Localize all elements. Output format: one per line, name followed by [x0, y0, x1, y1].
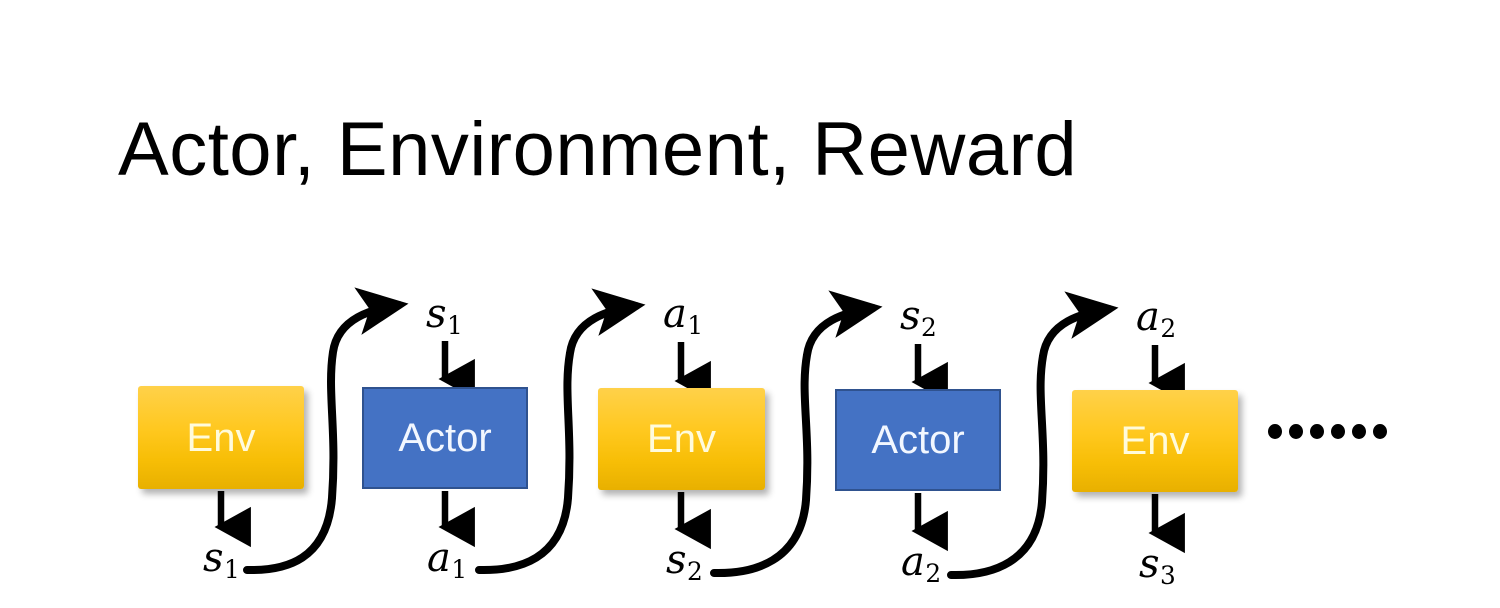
- node-actor-1[interactable]: Actor: [362, 387, 528, 489]
- label-base: s: [666, 537, 687, 583]
- ellipsis-dot: [1268, 424, 1282, 439]
- node-actor-2[interactable]: Actor: [835, 389, 1001, 491]
- label-base: s: [426, 291, 447, 337]
- node-env-1[interactable]: Env: [138, 386, 304, 489]
- label-base: a: [663, 291, 687, 337]
- node-env-2[interactable]: Env: [598, 388, 765, 490]
- label-subscript: 2: [1160, 314, 1177, 344]
- label-subscript: 1: [224, 555, 240, 585]
- node-label: Env: [1120, 419, 1190, 463]
- label-subscript: 2: [925, 559, 942, 589]
- label-subscript: 1: [687, 311, 704, 341]
- bottom-label-s3: s3: [1139, 544, 1176, 589]
- label-subscript: 1: [447, 311, 463, 341]
- ellipsis-dot: [1289, 424, 1303, 439]
- top-label-a1: a1: [663, 294, 703, 339]
- label-base: a: [1136, 294, 1160, 340]
- label-subscript: 1: [451, 555, 468, 585]
- arrows-node-to-label: [214, 491, 1185, 554]
- arrows-label-to-node: [438, 341, 1185, 404]
- top-label-a2: a2: [1136, 297, 1176, 342]
- node-env-3[interactable]: Env: [1072, 390, 1238, 492]
- label-base: s: [203, 535, 224, 581]
- label-subscript: 3: [1160, 561, 1176, 591]
- ellipsis-dot: [1331, 424, 1345, 439]
- label-subscript: 2: [921, 313, 937, 343]
- ellipsis-dot: [1352, 424, 1366, 439]
- top-label-s1: s1: [426, 294, 463, 339]
- ellipsis-continuation: [1268, 424, 1387, 439]
- ellipsis-dot: [1310, 424, 1324, 439]
- label-base: s: [900, 293, 921, 339]
- bottom-label-a2: a2: [901, 542, 941, 587]
- label-subscript: 2: [687, 557, 703, 587]
- bottom-label-a1: a1: [427, 538, 467, 583]
- top-label-s2: s2: [900, 296, 937, 341]
- label-base: a: [427, 535, 451, 581]
- page-title: Actor, Environment, Reward: [118, 107, 1078, 192]
- bottom-label-s1: s1: [203, 538, 240, 583]
- label-base: s: [1139, 541, 1160, 587]
- label-base: a: [901, 539, 925, 585]
- node-label: Actor: [871, 418, 965, 462]
- node-label: Env: [186, 415, 256, 460]
- node-label: Env: [647, 417, 716, 461]
- bottom-label-s2: s2: [666, 540, 703, 585]
- ellipsis-dot: [1373, 424, 1387, 439]
- node-label: Actor: [398, 416, 492, 460]
